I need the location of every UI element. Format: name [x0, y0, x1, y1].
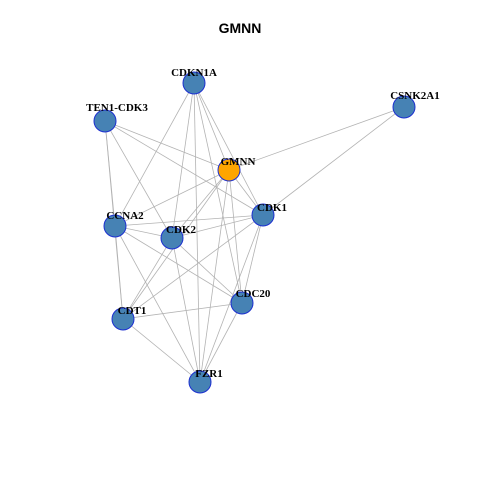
edge-gmnn-ccna2	[114, 169, 230, 227]
edge-ccna2-cdc20	[114, 225, 243, 304]
node-label-cdkn1a: CDKN1A	[171, 67, 217, 79]
node-circle-cdt1[interactable]	[111, 307, 135, 331]
node-label-cdc20: CDC20	[236, 288, 271, 300]
node-label-cdt1: CDT1	[118, 305, 147, 317]
node-csnk2a1[interactable]: CSNK2A1	[390, 90, 440, 119]
node-label-csnk2a1: CSNK2A1	[390, 90, 440, 102]
edge-ten1-cdk3-cdk1	[104, 120, 264, 216]
node-label-cdk2: CDK2	[166, 224, 196, 236]
edge-cdkn1a-cdc20	[193, 82, 243, 304]
edge-cdc20-fzr1	[199, 302, 243, 383]
node-label-gmnn: GMNN	[221, 156, 256, 168]
edge-csnk2a1-gmnn	[228, 106, 405, 171]
edge-gmnn-cdc20	[228, 169, 243, 304]
edge-cdt1-fzr1	[122, 318, 201, 383]
edge-ten1-cdk3-gmnn	[104, 120, 230, 171]
node-fzr1[interactable]: FZR1	[188, 368, 223, 394]
edge-cdkn1a-ccna2	[114, 82, 195, 227]
edge-cdc20-cdt1	[122, 302, 243, 320]
edge-cdk2-cdc20	[171, 237, 243, 304]
edge-cdk1-ccna2	[114, 214, 264, 227]
edge-cdk1-cdk2	[171, 214, 264, 239]
edge-ten1-cdk3-cdk2	[104, 120, 173, 239]
edge-gmnn-cdk2	[171, 169, 230, 239]
node-circle-gmnn[interactable]	[217, 158, 241, 182]
node-circle-cdk1[interactable]	[251, 203, 275, 227]
node-circle-cdc20[interactable]	[230, 291, 254, 315]
edge-cdk2-cdt1	[122, 237, 173, 320]
node-cdkn1a[interactable]: CDKN1A	[171, 67, 217, 95]
node-label-ccna2: CCNA2	[106, 210, 144, 222]
edge-cdk1-cdc20	[241, 214, 264, 304]
node-circle-ten1-cdk3[interactable]	[93, 109, 117, 133]
node-cdk1[interactable]: CDK1	[251, 202, 287, 227]
node-label-fzr1: FZR1	[195, 368, 223, 380]
node-circle-cdkn1a[interactable]	[182, 71, 206, 95]
edge-cdkn1a-fzr1	[193, 82, 201, 383]
edge-gmnn-fzr1	[199, 169, 230, 383]
node-circle-fzr1[interactable]	[188, 370, 212, 394]
edge-ccna2-fzr1	[114, 225, 201, 383]
node-gmnn[interactable]: GMNN	[217, 156, 256, 182]
edge-csnk2a1-cdk1	[262, 106, 405, 216]
node-circle-ccna2[interactable]	[103, 214, 127, 238]
edge-cdkn1a-gmnn	[193, 82, 230, 171]
edge-cdkn1a-cdk1	[193, 82, 264, 216]
node-label-cdk1: CDK1	[257, 202, 287, 214]
node-ccna2[interactable]: CCNA2	[103, 210, 144, 238]
figure-title: GMNN	[218, 20, 262, 36]
node-circle-cdk2[interactable]	[160, 226, 184, 250]
edge-layer	[104, 82, 405, 383]
edge-ccna2-cdt1	[114, 225, 124, 320]
node-cdk2[interactable]: CDK2	[160, 224, 196, 250]
node-cdt1[interactable]: CDT1	[111, 305, 147, 331]
edge-cdk1-cdt1	[122, 214, 264, 320]
node-ten1-cdk3[interactable]: TEN1-CDK3	[86, 102, 148, 133]
node-label-ten1-cdk3: TEN1-CDK3	[86, 102, 148, 114]
node-circle-csnk2a1[interactable]	[392, 95, 416, 119]
edge-cdk2-fzr1	[171, 237, 201, 383]
node-cdc20[interactable]: CDC20	[230, 288, 271, 315]
edge-cdkn1a-cdk2	[171, 82, 195, 239]
